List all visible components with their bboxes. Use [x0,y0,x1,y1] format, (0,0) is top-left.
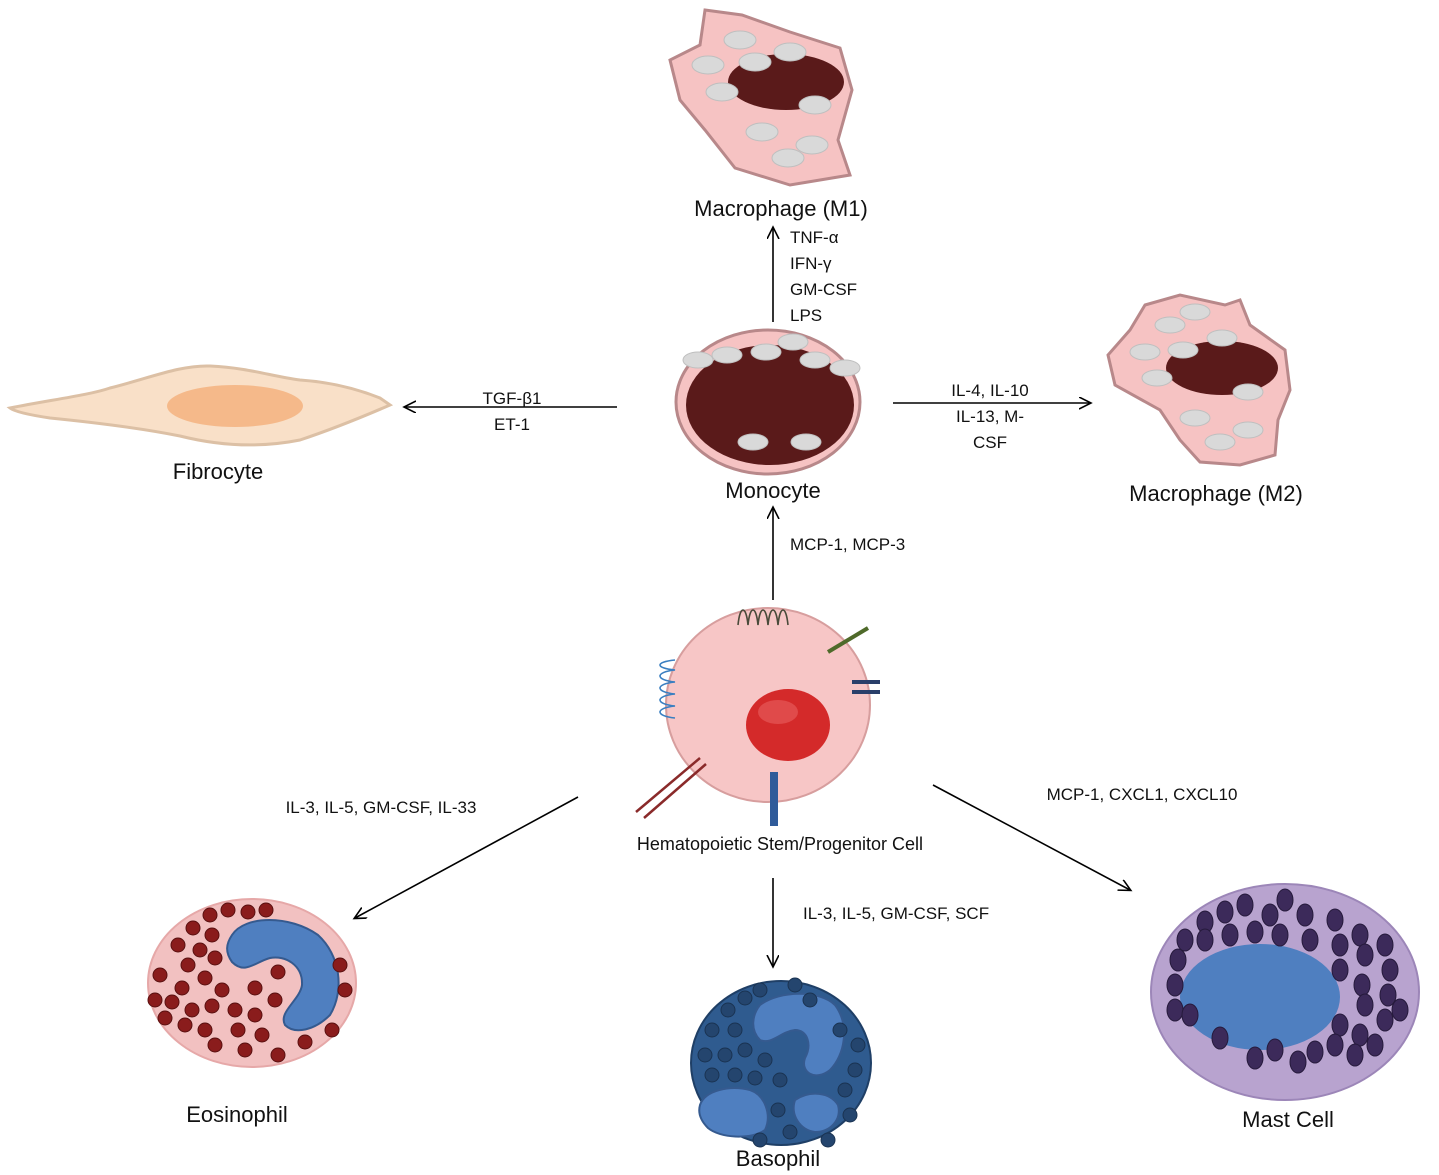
macrophage-m1-label: Macrophage (M1) [694,196,868,221]
factors-to-monocyte: MCP-1, MCP-3 [790,535,905,554]
factors-to-mast-cell: MCP-1, CXCL1, CXCL10 [1047,785,1238,804]
factor-fibrocyte-1: ET-1 [494,415,530,434]
factor-m2-1: IL-13, M- [956,407,1024,426]
fibrocyte-label: Fibrocyte [173,459,263,484]
factor-m1-2: GM-CSF [790,280,857,299]
basophil-cell [690,977,872,1148]
factor-fibrocyte-0: TGF-β1 [483,389,542,408]
macrophage-m2-cell [1106,293,1292,467]
fibrocyte-cell [6,364,394,447]
factor-m1-0: TNF-α [790,228,839,247]
factor-m2-2: CSF [973,433,1007,452]
factors-to-fibrocyte: TGF-β1 ET-1 [483,389,542,434]
factor-m2-0: IL-4, IL-10 [951,381,1029,400]
factor-m1-1: IFN-γ [790,254,832,273]
mast-cell-label: Mast Cell [1242,1107,1334,1132]
factors-to-basophil: IL-3, IL-5, GM-CSF, SCF [803,904,989,923]
monocyte-label: Monocyte [725,478,820,503]
monocyte-cell [674,328,862,476]
factors-to-m2: IL-4, IL-10 IL-13, M- CSF [951,381,1029,452]
basophil-label: Basophil [736,1146,820,1171]
factors-to-m1: TNF-α IFN-γ GM-CSF LPS [790,228,857,325]
mast-cell [1150,883,1420,1101]
factors-to-eosinophil: IL-3, IL-5, GM-CSF, IL-33 [286,798,477,817]
factor-m1-3: LPS [790,306,822,325]
macrophage-m2-label: Macrophage (M2) [1129,481,1303,506]
arrow-to-mast-cell [932,784,1130,890]
eosinophil-cell [147,898,357,1068]
hspc-label: Hematopoietic Stem/Progenitor Cell [637,834,923,854]
macrophage-m1-cell [668,8,854,187]
arrow-to-eosinophil [355,796,579,918]
eosinophil-label: Eosinophil [186,1102,288,1127]
hspc-cell [635,607,880,826]
